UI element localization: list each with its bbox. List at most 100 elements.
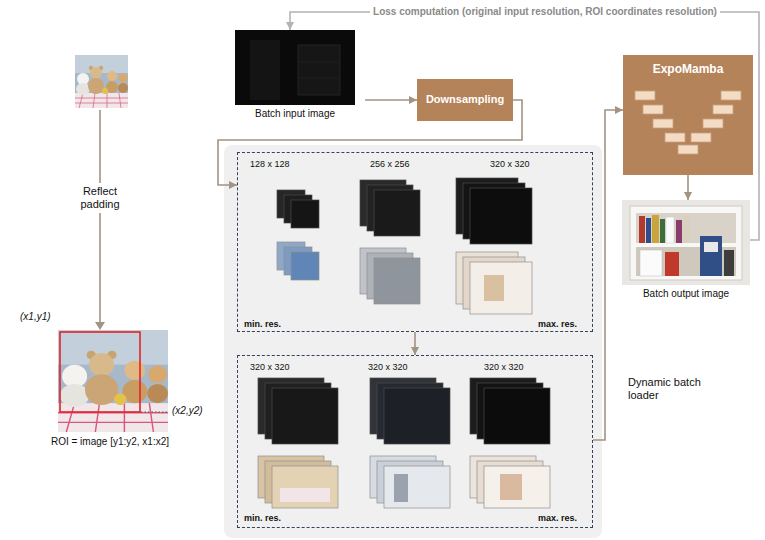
batch-loader-background <box>224 145 602 538</box>
dark-input-image <box>235 30 355 105</box>
group-label: Dynamic batch loader <box>628 376 720 402</box>
node-label: min. res. <box>244 319 281 330</box>
node-label: 128 x 128 <box>250 159 290 170</box>
output-image <box>630 206 742 280</box>
output-image <box>676 220 682 243</box>
node-label: 320 x 320 <box>250 362 290 373</box>
connector <box>593 106 623 440</box>
image-with-caption: ROI = image [y1:y2, x1:x2] <box>20 330 200 452</box>
output-image <box>683 216 690 243</box>
roi-image <box>141 412 168 413</box>
arrowhead <box>286 22 294 30</box>
resolution-panel: 320 x 320 320 x 320 320 x 320 min. res. max.… <box>237 355 593 528</box>
arrowhead <box>411 347 419 355</box>
dark-input-image <box>298 45 340 95</box>
image-stack-dark <box>374 190 420 236</box>
node-label: ExpoMamba <box>653 62 724 76</box>
image-stack-dark <box>258 178 550 444</box>
arrowhead <box>615 106 623 114</box>
connector-line <box>593 110 623 440</box>
connector <box>286 12 759 240</box>
edge-label: Loss computation (original input resolut… <box>370 5 720 19</box>
reflect-padding-arrow <box>95 322 105 330</box>
image-stack-dark <box>470 188 532 244</box>
image-stack-light <box>470 262 532 314</box>
node-label: max. res. <box>538 319 577 330</box>
image-stack-light <box>484 466 550 508</box>
output-image <box>724 250 734 276</box>
dark-input-image <box>298 62 340 63</box>
node-label: Downsampling <box>426 93 504 106</box>
node-label: Batch output image <box>643 288 729 300</box>
dark-input-image <box>235 30 355 105</box>
resolution-panel: 128 x 128 256 x 256 320 x 320 min. res. max.… <box>237 152 593 332</box>
node-label: 256 x 256 <box>370 159 410 170</box>
image-stack-dark <box>272 388 338 444</box>
image-stack-light <box>384 466 450 508</box>
unet-block <box>665 133 685 142</box>
output-image <box>660 219 665 243</box>
image-stack-light <box>484 275 504 301</box>
connector <box>411 332 419 355</box>
unet-block <box>635 91 741 154</box>
image-stack-dark <box>384 388 450 444</box>
arrowhead <box>409 96 417 104</box>
output-image <box>622 200 750 285</box>
connector-line <box>290 12 759 240</box>
image-stack-light <box>291 252 319 280</box>
output-image <box>652 215 659 243</box>
node-label: Batch input image <box>255 108 335 120</box>
image-stack-light <box>374 258 420 304</box>
image-stack-light <box>500 474 522 500</box>
arrowhead <box>684 192 692 200</box>
output-image <box>665 252 679 276</box>
unet-block <box>678 145 698 154</box>
unet-block <box>643 105 663 114</box>
output-image <box>640 250 662 276</box>
dark-input-image <box>298 78 340 79</box>
roi-image <box>60 332 140 412</box>
coordinate-label: (x2,y2) <box>172 405 203 417</box>
connector <box>365 96 417 104</box>
roi-image <box>58 330 168 432</box>
node-label: 320 x 320 <box>490 159 530 170</box>
node-label: max. res. <box>538 513 577 524</box>
unet-block <box>653 119 673 128</box>
unet-block <box>691 133 711 142</box>
small-input-image <box>75 55 128 108</box>
arrowhead <box>229 181 237 189</box>
roi-image <box>58 330 168 432</box>
image-stack-light <box>280 488 330 502</box>
unet-block <box>635 91 655 100</box>
image-stack-light <box>394 474 408 502</box>
unet-block <box>703 119 723 128</box>
image-with-caption: Batch input image <box>225 30 365 122</box>
step-label: Reflect padding <box>68 183 132 213</box>
reflect-padding-arrow <box>99 110 101 322</box>
image-stack-dark <box>484 388 550 444</box>
node-label: min. res. <box>244 513 281 524</box>
output-image <box>622 200 750 285</box>
reflect-padding-arrow <box>95 110 105 330</box>
image-stack-light <box>272 466 338 508</box>
output-image <box>704 242 718 252</box>
node-label: 320 x 320 <box>484 362 524 373</box>
output-image <box>639 216 645 243</box>
dark-input-image <box>250 40 280 100</box>
image-stack-dark <box>291 200 319 228</box>
image-with-caption: Batch output image <box>622 200 750 300</box>
unet-block <box>721 91 741 100</box>
batch-loader-background <box>224 145 602 538</box>
node-label: 320 x 320 <box>368 362 408 373</box>
output-image <box>700 236 722 276</box>
process-box: Downsampling <box>417 79 513 121</box>
small-input-image <box>75 55 128 108</box>
model-box: ExpoMamba <box>623 55 753 175</box>
output-image <box>666 217 674 243</box>
image-stack-light <box>258 242 550 508</box>
coordinate-label: (x1,y1) <box>20 311 51 323</box>
output-image <box>646 218 651 243</box>
unet-block <box>713 105 733 114</box>
connector <box>684 175 692 200</box>
